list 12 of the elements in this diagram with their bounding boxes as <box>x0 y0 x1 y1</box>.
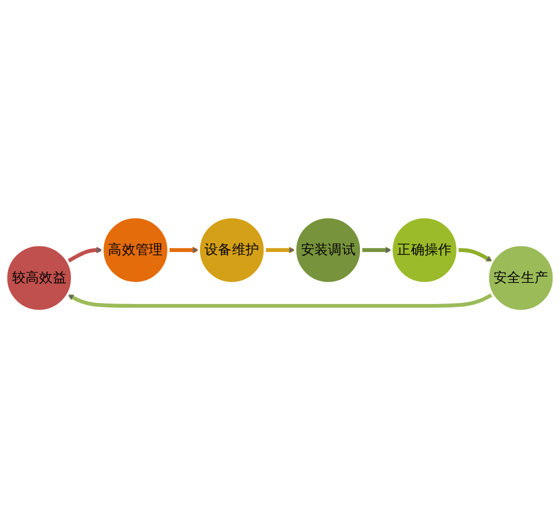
arrow <box>67 292 494 308</box>
node-circle: 设备维护 <box>198 216 266 284</box>
node-circle: 安装调试 <box>294 216 362 284</box>
node-circle: 高效管理 <box>101 216 170 284</box>
arrow <box>458 248 493 262</box>
node-circle: 安全生产 <box>486 244 556 312</box>
arrow <box>66 246 103 264</box>
arrow <box>264 246 296 254</box>
node-circle: 正确操作 <box>390 216 459 284</box>
node-circle: 较高效益 <box>4 244 74 312</box>
arrow <box>168 246 200 254</box>
arrow <box>361 246 392 254</box>
